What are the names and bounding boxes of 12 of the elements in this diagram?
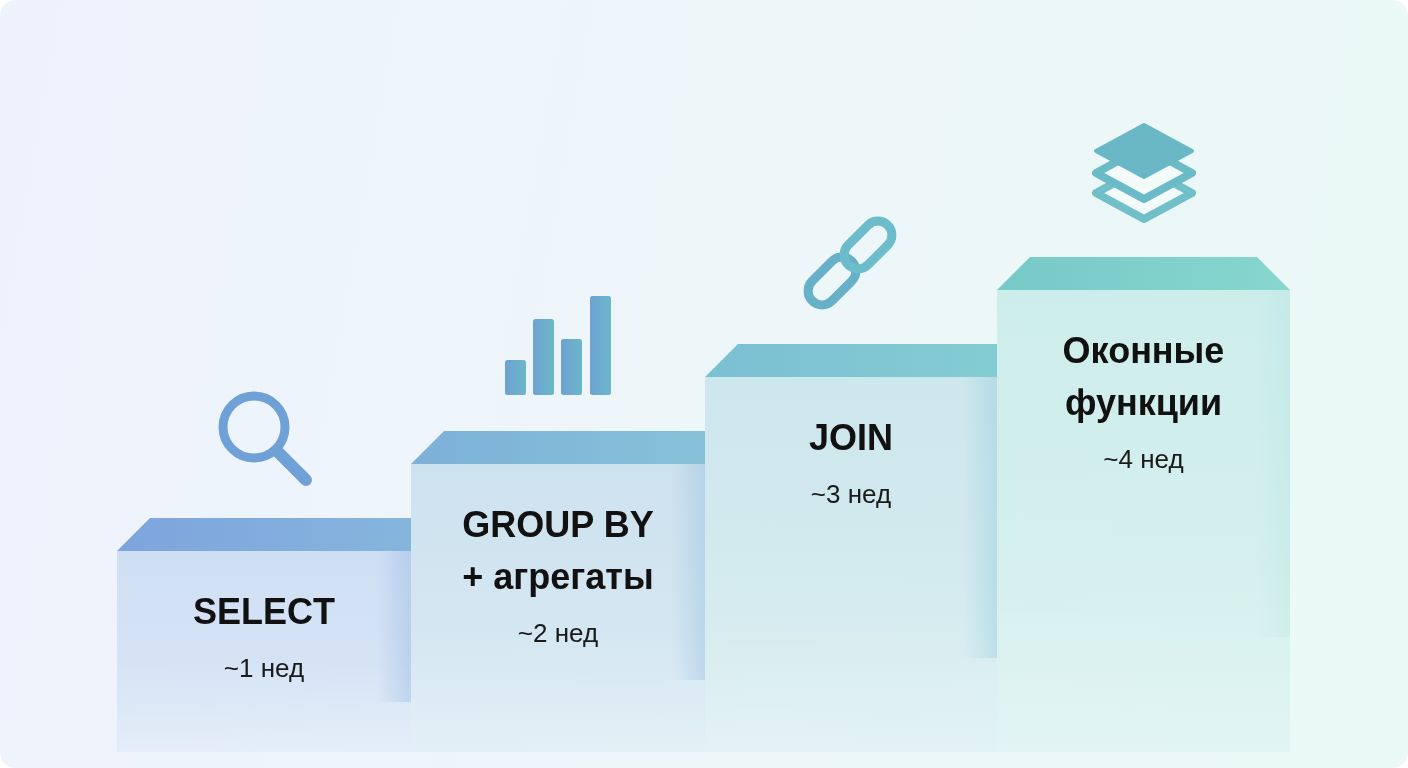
- step-block: [411, 431, 705, 752]
- step-block: [997, 257, 1290, 752]
- step-block: [705, 344, 997, 752]
- duration-label: ~4 нед: [1103, 443, 1184, 476]
- duration-label: ~3 нед: [810, 478, 892, 511]
- step-title: GROUP BY + агрегаты: [461, 503, 655, 599]
- duration-label: ~2 нед: [517, 617, 599, 650]
- duration-label: ~1 нед: [223, 652, 305, 685]
- step-title: SELECT: [193, 590, 335, 634]
- step-block: [117, 518, 411, 752]
- step-title: Оконные функции: [1061, 329, 1226, 425]
- step-title: JOIN: [809, 416, 893, 460]
